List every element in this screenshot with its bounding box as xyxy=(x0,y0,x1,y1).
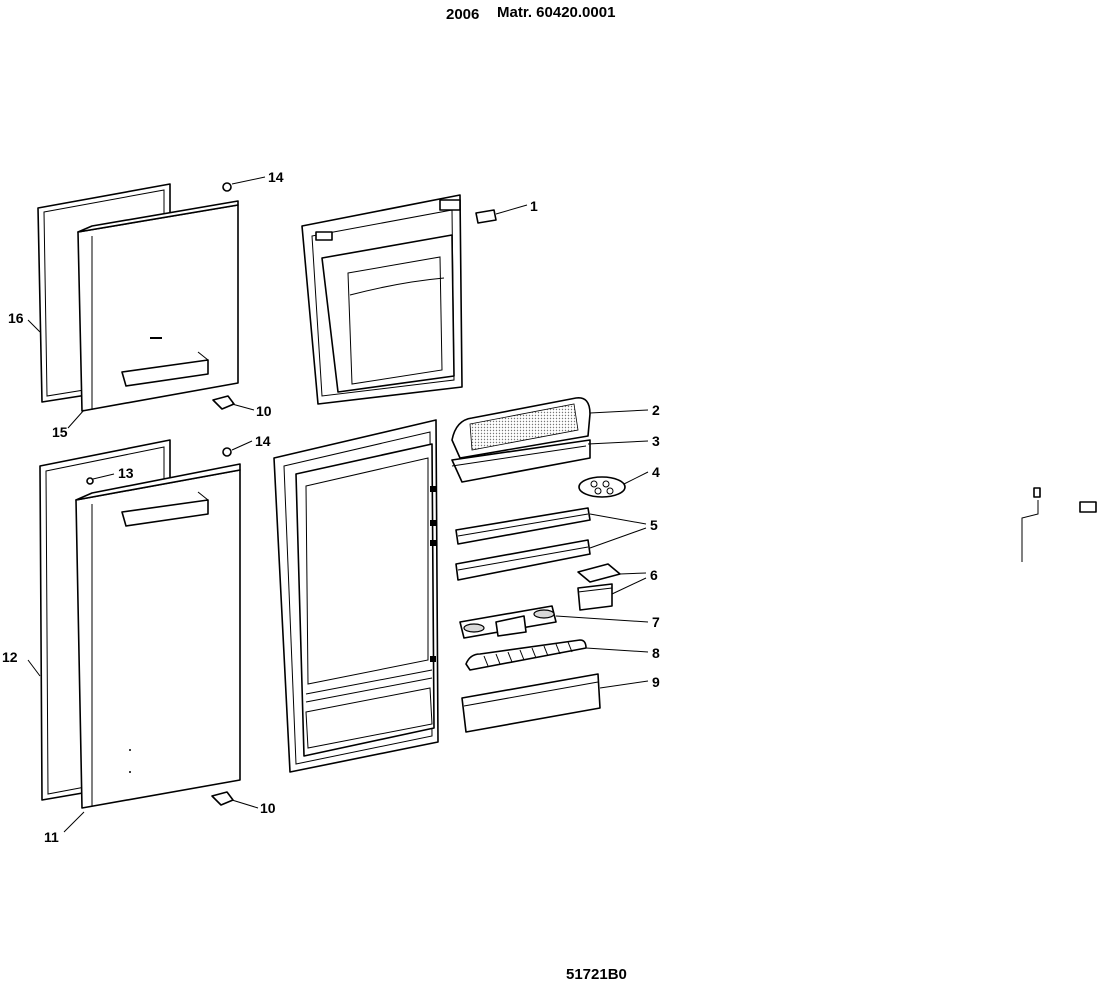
callout-15: 15 xyxy=(52,424,68,440)
part-8-bottle-support xyxy=(465,639,587,671)
footer-code: 51721B0 xyxy=(566,966,627,983)
callout-4: 4 xyxy=(652,464,660,480)
part-7-bottle-holder xyxy=(459,605,557,639)
fridge-liner xyxy=(273,419,439,773)
callout-14-upper: 14 xyxy=(268,169,284,185)
callout-labels: 1 2 3 4 5 6 7 8 9 10 10 11 12 13 14 14 1… xyxy=(2,169,660,845)
freezer-liner xyxy=(301,194,463,405)
part-5-door-shelves xyxy=(455,507,591,581)
callout-9: 9 xyxy=(652,674,660,690)
callout-5: 5 xyxy=(650,517,658,533)
hinge-detail xyxy=(1021,487,1097,562)
freezer-door-panel xyxy=(77,200,239,412)
part-2-dairy-lid xyxy=(451,397,591,459)
callout-7: 7 xyxy=(652,614,660,630)
part-9-bottle-shelf xyxy=(461,673,601,733)
callout-1: 1 xyxy=(530,198,538,214)
leader-lines xyxy=(27,176,649,833)
fridge-door-panel xyxy=(75,463,241,809)
upper-hinge xyxy=(212,182,235,410)
callout-10-lower: 10 xyxy=(260,800,276,816)
header-matr: Matr. 60420.0001 xyxy=(497,4,616,21)
callout-13: 13 xyxy=(118,465,134,481)
callout-6: 6 xyxy=(650,567,658,583)
callout-14-lower: 14 xyxy=(255,433,271,449)
part-4-egg-tray xyxy=(578,476,626,498)
part-3-tray xyxy=(451,439,591,483)
header-year: 2006 xyxy=(446,6,480,23)
callout-10-upper: 10 xyxy=(256,403,272,419)
lower-hinge xyxy=(86,447,234,806)
callout-2: 2 xyxy=(652,402,660,418)
callout-3: 3 xyxy=(652,433,660,449)
part-6-containers xyxy=(577,563,621,611)
callout-12: 12 xyxy=(2,649,18,665)
callout-16: 16 xyxy=(8,310,24,326)
callout-8: 8 xyxy=(652,645,660,661)
callout-11: 11 xyxy=(44,829,59,845)
part-1-clip xyxy=(475,204,528,224)
